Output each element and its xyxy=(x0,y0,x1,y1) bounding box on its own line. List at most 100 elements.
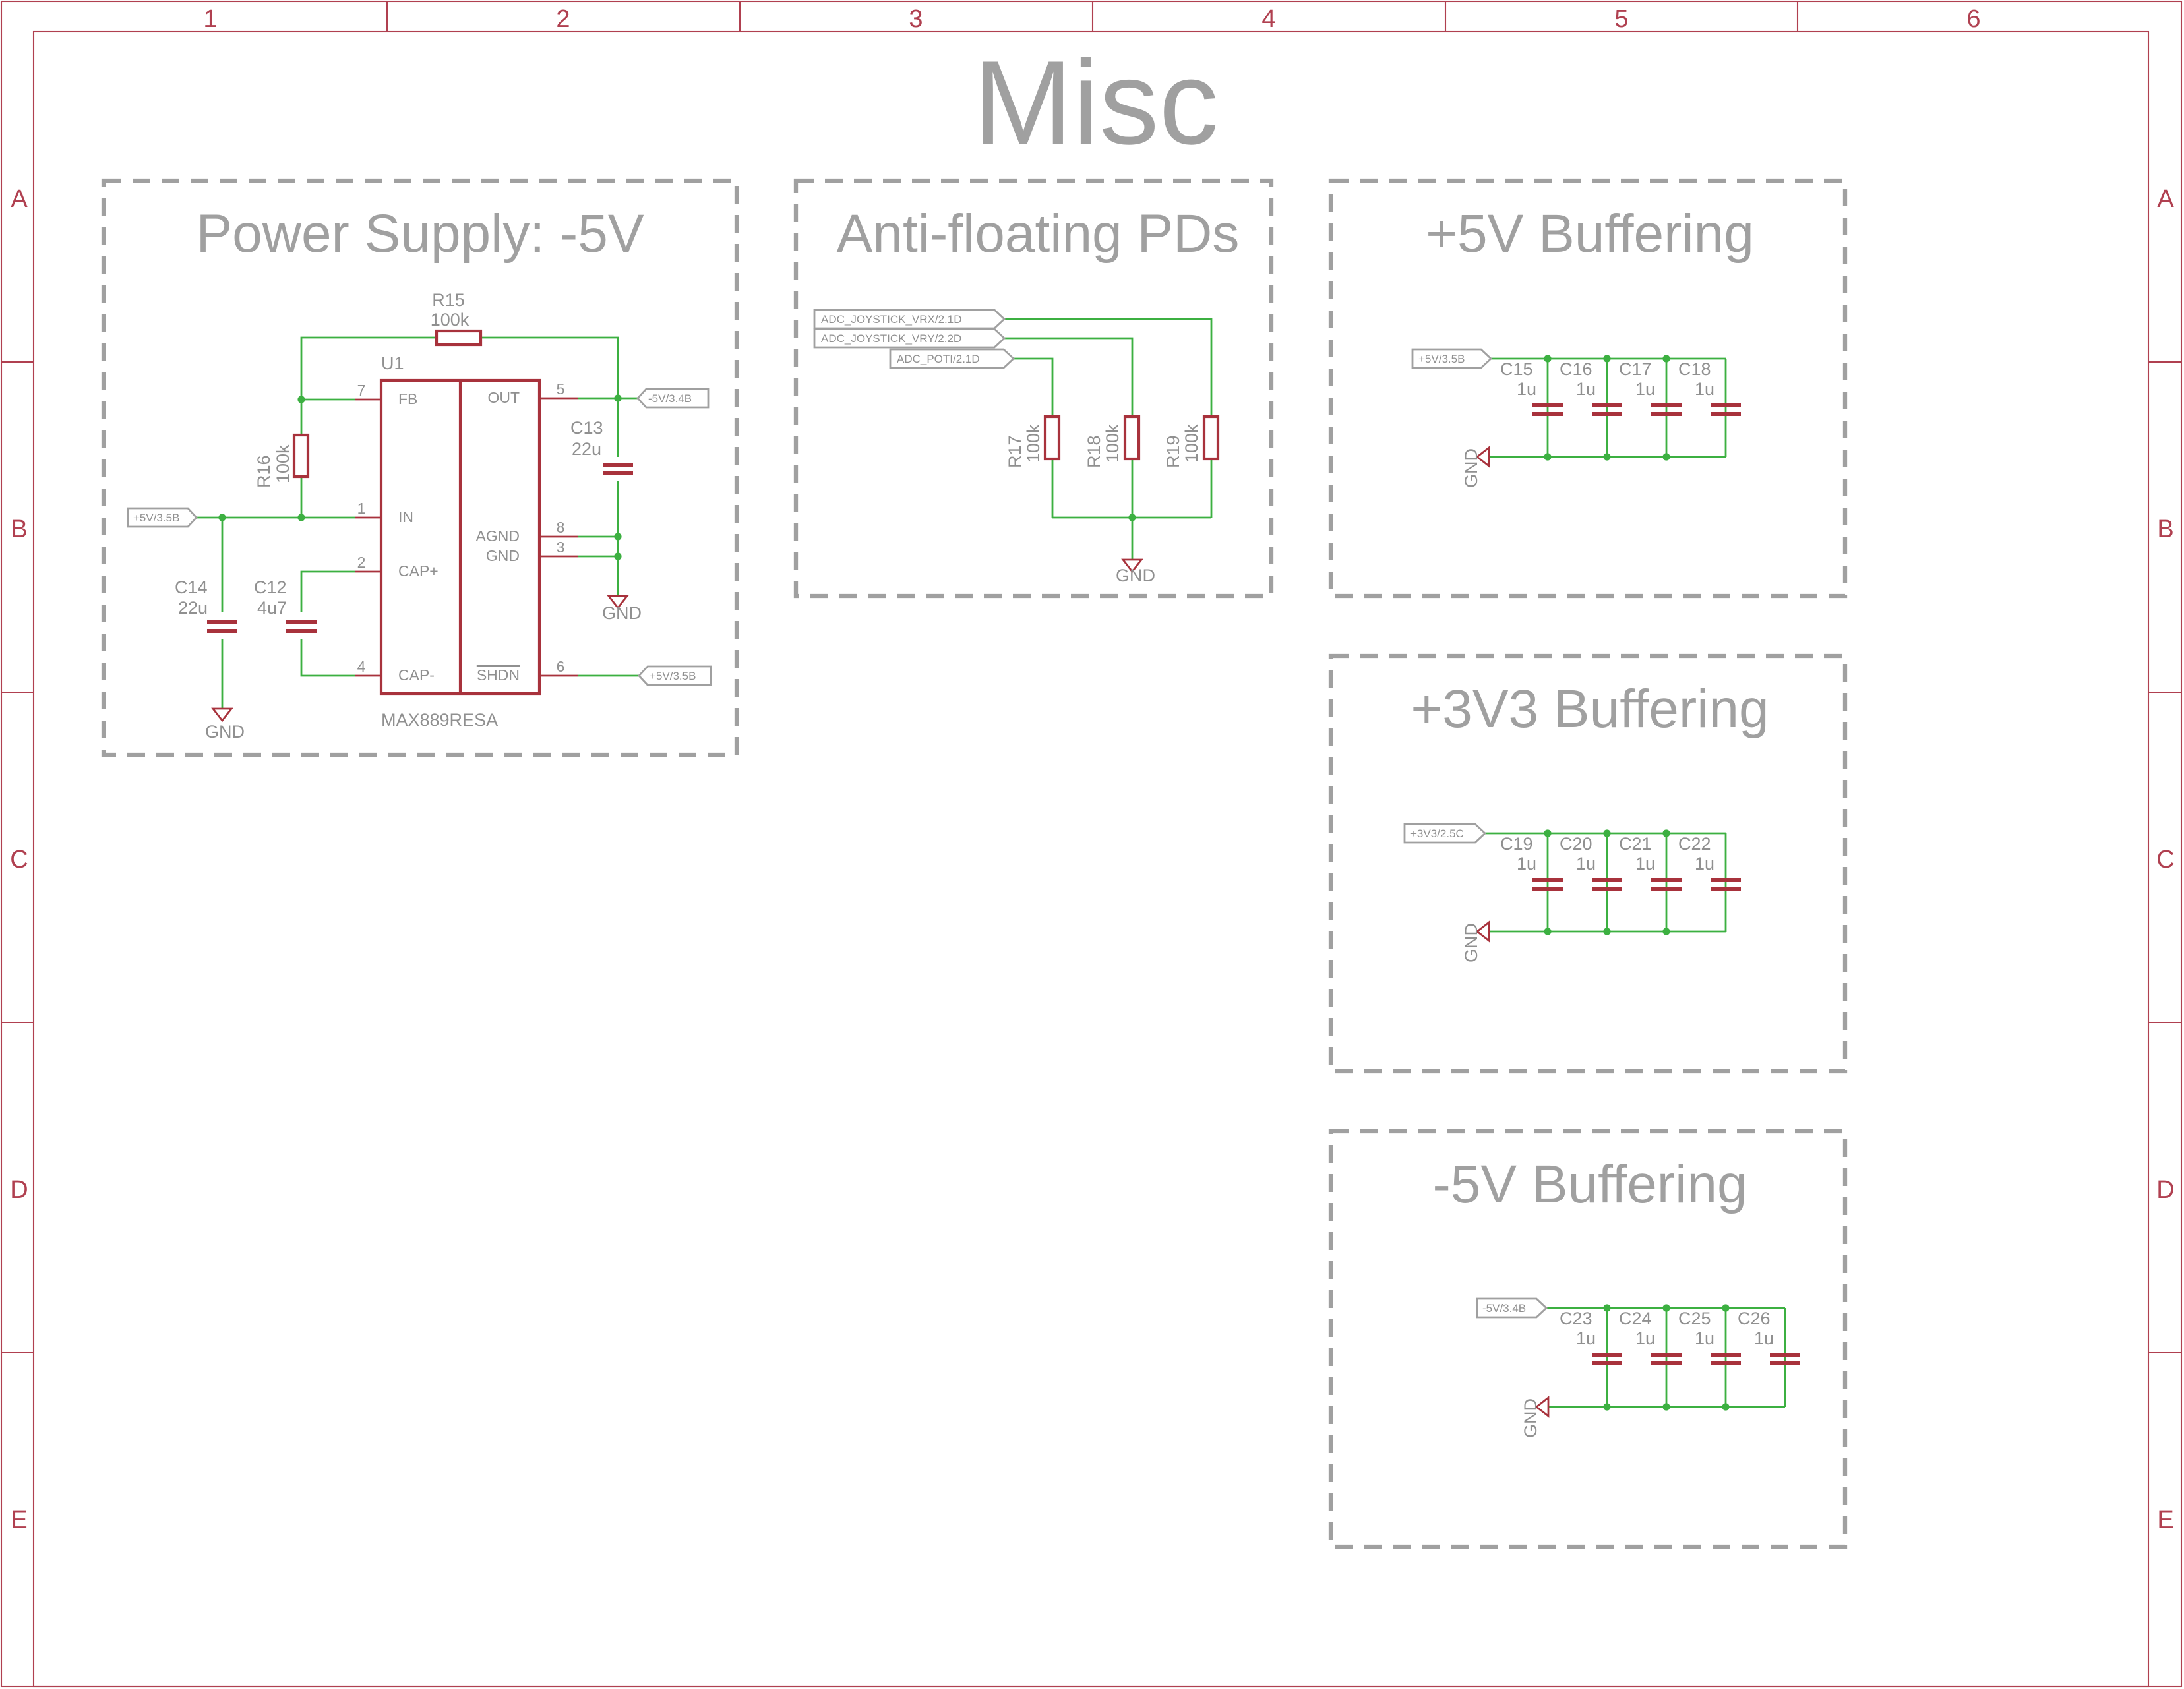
u1-pin-shdn: SHDN xyxy=(477,667,520,684)
anti-floating-ports: ADC_JOYSTICK_VRX/2.1D ADC_JOYSTICK_VRY/2… xyxy=(813,309,1016,369)
buf-neg5v-frame-title: -5V Buffering xyxy=(1432,1154,1747,1214)
c13-capacitor xyxy=(603,463,633,475)
c22-name: C22 xyxy=(1678,834,1711,854)
svg-text:ADC_POTI/2.1D: ADC_POTI/2.1D xyxy=(897,353,980,365)
buf-3v3-ground-symbol xyxy=(1475,920,1490,943)
r18-name: R18 xyxy=(1084,435,1104,468)
row-label-b-right: B xyxy=(2157,516,2173,543)
u1-name: U1 xyxy=(381,353,404,373)
u1-pin-number-shdn: 6 xyxy=(557,658,565,675)
c13-name: C13 xyxy=(570,418,603,438)
port-5v-shdn: +5V/3.5B xyxy=(638,665,712,686)
buf-3v3-port: +3V3/2.5C xyxy=(1403,823,1487,844)
c24-value: 1u xyxy=(1635,1328,1655,1348)
r19-value: 100k xyxy=(1182,424,1201,463)
row-label-a-right: A xyxy=(2157,185,2174,213)
port-adc-joystick-vry xyxy=(813,328,1006,349)
power-supply-frame: Power Supply: -5V xyxy=(101,178,739,757)
svg-text:ADC_JOYSTICK_VRX/2.1D: ADC_JOYSTICK_VRX/2.1D xyxy=(821,313,962,326)
buf-5v-junctions xyxy=(1544,355,1670,461)
c14-value: 22u xyxy=(178,598,208,618)
c12-name: C12 xyxy=(254,578,287,597)
anti-floating-frame: Anti-floating PDs ADC_JOYSTICK_VRX/2.1D … xyxy=(793,178,1274,599)
ground-symbol-left xyxy=(211,707,233,723)
svg-text:-5V/3.4B: -5V/3.4B xyxy=(1482,1302,1526,1315)
r17-resistor xyxy=(1043,415,1061,461)
c21-value: 1u xyxy=(1635,854,1655,874)
buf-neg5v-ground-symbol xyxy=(1534,1396,1550,1418)
ground-symbol-right xyxy=(607,595,629,610)
column-label-4: 4 xyxy=(1261,5,1275,33)
svg-text:ADC_JOYSTICK_VRY/2.2D: ADC_JOYSTICK_VRY/2.2D xyxy=(821,332,961,345)
u1-pin-gnd: GND xyxy=(486,547,520,564)
r15-name: R15 xyxy=(432,290,465,310)
sheet-title: Misc xyxy=(973,36,1219,169)
row-label-c-right: C xyxy=(2156,846,2174,874)
c18-name: C18 xyxy=(1678,359,1711,379)
u1-pin-fb: FB xyxy=(398,390,417,407)
u1-pin-number-cap-plus: 2 xyxy=(357,554,366,571)
svg-text:+5V/3.5B: +5V/3.5B xyxy=(133,512,179,524)
c16-value: 1u xyxy=(1576,379,1596,399)
buf-3v3-frame: +3V3 Buffering C19 1u C20 1u C21 1u C22 … xyxy=(1328,653,1848,1074)
buf-5v-port: +5V/3.5B xyxy=(1411,348,1493,369)
buf-neg5v-junctions xyxy=(1603,1304,1730,1411)
buf-neg5v-capacitors xyxy=(1592,1353,1800,1365)
column-label-2: 2 xyxy=(556,5,570,33)
u1-pin-number-agnd: 8 xyxy=(557,519,565,536)
u1-value: MAX889RESA xyxy=(381,710,498,730)
column-label-6: 6 xyxy=(1966,5,1980,33)
r19-resistor xyxy=(1202,415,1220,461)
buf-3v3-gnd-label: GND xyxy=(1461,923,1481,963)
gnd-label-left: GND xyxy=(205,722,245,742)
c14-capacitor xyxy=(207,620,237,633)
buf-3v3-junctions xyxy=(1544,829,1670,935)
r16-resistor xyxy=(292,433,310,479)
c24-name: C24 xyxy=(1619,1309,1652,1328)
svg-text:+3V3/2.5C: +3V3/2.5C xyxy=(1410,827,1464,840)
c25-name: C25 xyxy=(1678,1309,1711,1328)
svg-text:+5V/3.5B: +5V/3.5B xyxy=(1418,353,1465,365)
row-label-a-left: A xyxy=(11,185,28,213)
c23-value: 1u xyxy=(1576,1328,1596,1348)
frame-inner-border xyxy=(32,30,2150,1688)
r17-name: R17 xyxy=(1005,435,1025,468)
r17-value: 100k xyxy=(1023,424,1043,463)
row-label-d-right: D xyxy=(2156,1176,2174,1204)
u1-ic-symbol xyxy=(355,378,578,696)
c19-value: 1u xyxy=(1517,854,1536,874)
c23-name: C23 xyxy=(1560,1309,1592,1328)
c26-name: C26 xyxy=(1738,1309,1771,1328)
port-adc-poti xyxy=(889,348,1016,369)
r15-resistor xyxy=(435,329,483,347)
c25-value: 1u xyxy=(1695,1328,1714,1348)
c20-value: 1u xyxy=(1576,854,1596,874)
c20-name: C20 xyxy=(1560,834,1592,854)
anti-floating-junction xyxy=(1128,514,1136,521)
svg-text:-5V/3.4B: -5V/3.4B xyxy=(648,392,692,405)
anti-floating-ground-symbol xyxy=(1121,558,1143,574)
u1-pin-agnd: AGND xyxy=(476,527,520,545)
row-label-d-left: D xyxy=(10,1176,28,1204)
row-label-e-left: E xyxy=(11,1506,27,1534)
port-5v-input: +5V/3.5B xyxy=(127,507,198,528)
r15-value: 100k xyxy=(431,310,470,330)
gnd-label-right: GND xyxy=(602,603,642,623)
column-label-1: 1 xyxy=(203,5,217,33)
c13-value: 22u xyxy=(572,439,601,459)
r19-name: R19 xyxy=(1163,435,1183,468)
c19-name: C19 xyxy=(1500,834,1533,854)
c14-name: C14 xyxy=(175,578,208,597)
c22-value: 1u xyxy=(1695,854,1714,874)
u1-pin-number-cap-minus: 4 xyxy=(357,658,366,675)
c21-name: C21 xyxy=(1619,834,1652,854)
buf-3v3-frame-title: +3V3 Buffering xyxy=(1410,679,1769,739)
u1-pin-number-out: 5 xyxy=(557,380,565,398)
power-supply-frame-title: Power Supply: -5V xyxy=(196,204,644,264)
r18-value: 100k xyxy=(1103,424,1122,463)
c15-value: 1u xyxy=(1517,379,1536,399)
column-label-5: 5 xyxy=(1614,5,1628,33)
row-label-c-left: C xyxy=(10,846,28,874)
c12-value: 4u7 xyxy=(257,598,287,618)
